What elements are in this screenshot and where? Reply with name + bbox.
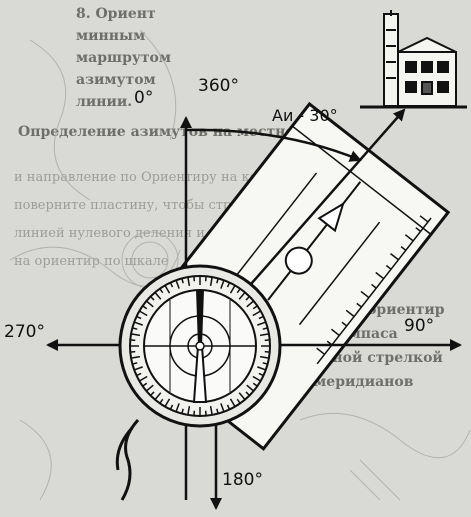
bezel-tick: [258, 372, 264, 377]
direction-of-travel-arrow: [317, 201, 345, 233]
bezel-tick: [262, 327, 268, 330]
bezel-tick: [209, 276, 213, 287]
bezel-tick: [130, 333, 141, 337]
bezel-tick: [252, 305, 258, 310]
bezel-tick: [236, 398, 241, 404]
bezel-tick: [181, 278, 184, 284]
bezel-tick: [149, 295, 155, 301]
bezel-tick: [252, 310, 261, 317]
lanyard-cord: [115, 418, 140, 501]
bezel-tick: [229, 285, 236, 294]
background-corner-line: минным: [76, 28, 146, 44]
label-east: 90°: [404, 316, 435, 336]
bezel-tick: [154, 291, 162, 300]
magnetic-needle-north: [196, 290, 204, 346]
bezel-tick: [209, 405, 213, 416]
bezel-tick: [169, 404, 174, 410]
bezel-tick: [216, 278, 219, 284]
bezel-tick: [236, 288, 241, 294]
bezel-tick: [226, 404, 231, 410]
needle-pivot: [195, 341, 205, 351]
bezel-tick: [139, 310, 148, 317]
compass-capsule: [118, 264, 282, 428]
bezel-tick: [139, 375, 148, 382]
bezel-tick: [257, 366, 267, 371]
bezel-ticks: [130, 276, 270, 416]
bezel-tick: [252, 375, 261, 382]
bezel-tick: [262, 362, 268, 365]
house-landmark-icon: [360, 10, 467, 109]
bezel-tick: [258, 315, 264, 320]
bezel-tick: [145, 384, 154, 392]
bezel-tick: [145, 300, 154, 308]
bezel-tick: [220, 279, 225, 289]
bezel-tick: [133, 321, 143, 326]
bezel-tick: [187, 405, 191, 416]
label-west: 270°: [4, 322, 45, 342]
bezel-tick: [238, 291, 246, 300]
label-azimuth: Аи - 30°: [272, 106, 338, 125]
bezel-tick: [132, 362, 138, 365]
bezel-tick: [142, 305, 148, 310]
bezel-tick: [175, 403, 180, 413]
bezel-tick: [257, 321, 267, 326]
bezel-tick: [246, 300, 255, 308]
bezel-tick: [136, 315, 142, 320]
background-corner-line: маршрутом: [76, 50, 171, 66]
bezel-tick: [246, 384, 255, 392]
label-zero: 0°: [134, 88, 154, 108]
bezel-tick: [175, 279, 180, 289]
bezel-tick: [216, 408, 219, 414]
bezel-tick: [164, 285, 171, 294]
bezel-tick: [187, 276, 191, 287]
bezel-tick: [226, 282, 231, 288]
bezel-tick: [238, 392, 246, 401]
bezel-tick: [181, 408, 184, 414]
label-north: 360°: [198, 76, 239, 96]
bezel-tick: [132, 327, 138, 330]
bezel-tick: [142, 382, 148, 387]
label-south: 180°: [222, 470, 263, 490]
bezel-tick: [259, 355, 270, 359]
bezel-tick: [252, 382, 258, 387]
ruler-scale: [316, 215, 432, 365]
background-corner-line: 8. Ориент: [76, 6, 156, 22]
bezel-tick: [164, 398, 171, 407]
bezel-tick: [133, 366, 143, 371]
background-corner-line: линии.: [76, 94, 133, 110]
bezel-tick: [130, 355, 141, 359]
azimuth-arc-arrow: [185, 128, 362, 162]
background-corner-line: азимутом: [76, 72, 156, 88]
bezel-tick: [169, 282, 174, 288]
bezel-tick: [245, 391, 251, 397]
bezel-tick: [159, 398, 164, 404]
bezel-tick: [154, 392, 162, 401]
bezel-tick: [136, 372, 142, 377]
bezel-tick: [149, 391, 155, 397]
bezel-tick: [220, 403, 225, 413]
bezel-tick: [245, 295, 251, 301]
magnifier-lens: [284, 246, 313, 275]
background-faint-line: на ориентир по шкале: [14, 254, 169, 269]
bezel-tick: [259, 333, 270, 337]
bezel-tick: [229, 398, 236, 407]
bezel-tick: [159, 288, 164, 294]
background-heading: Определение азимутов на местности: [18, 124, 323, 140]
